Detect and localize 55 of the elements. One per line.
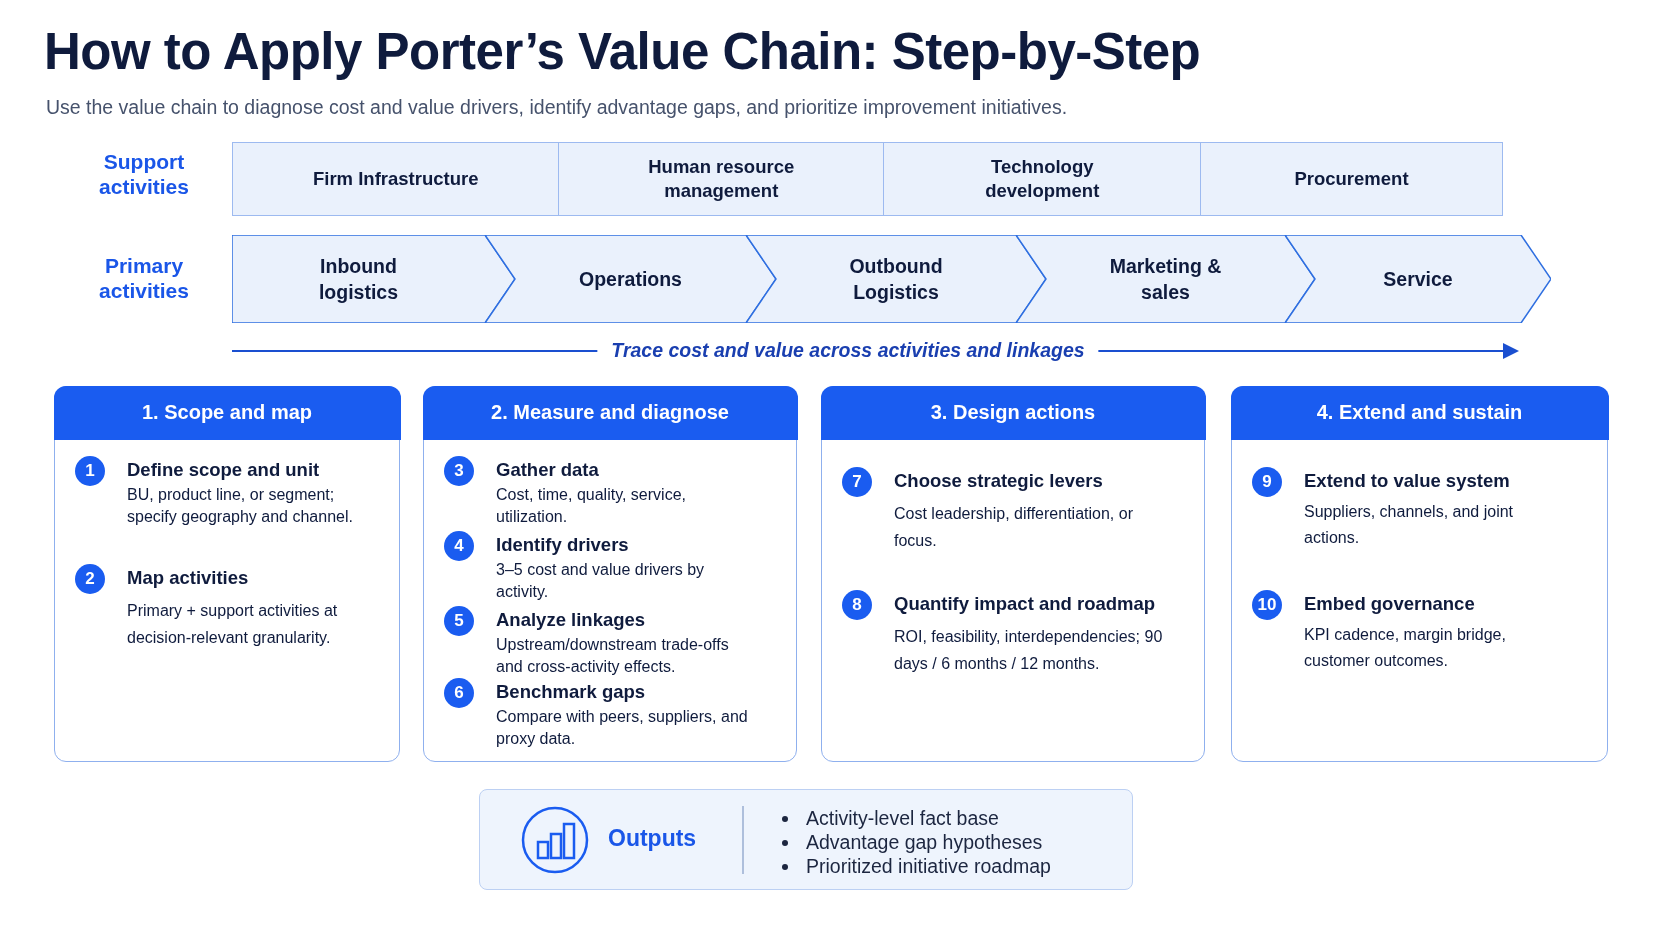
step-title: Define scope and unit [127, 459, 320, 481]
step-description: Cost leadership, differentiation, or focus. [894, 504, 1134, 551]
title: How to Apply Porter’s Value Chain: Step-by-Step [44, 22, 1201, 81]
step-description: KPI cadence, margin bridge, customer outcomes. [1304, 625, 1507, 671]
row-label: Support activities [98, 149, 190, 199]
step-title: Choose strategic levers [894, 470, 1103, 492]
step-description: Compare with peers, suppliers, and proxy data. [496, 707, 749, 749]
phase-card [54, 386, 400, 762]
step-number: 3 [444, 456, 474, 486]
step-description: 3–5 cost and value drivers by activity. [496, 560, 706, 602]
step-number: 10 [1252, 590, 1282, 620]
step-number: 6 [444, 678, 474, 708]
step-number: 7 [842, 467, 872, 497]
phase-card [1231, 386, 1608, 762]
step-number: 4 [444, 531, 474, 561]
card-header: 2. Measure and diagnose [422, 385, 798, 440]
primary-activity: Service [1285, 235, 1551, 323]
subtitle: Use the value chain to diagnose cost and value drivers, identify advantage gaps, and prioritize improvement initiatives. [46, 96, 1068, 119]
output-item: Activity-level fact base [780, 806, 1051, 830]
primary-activity: Inbound logistics [232, 235, 515, 323]
step-title: Embed governance [1304, 593, 1475, 615]
phase-card [423, 386, 797, 762]
card-header: 3. Design actions [820, 385, 1206, 440]
step-description: BU, product line, or segment; specify geography and channel. [127, 485, 354, 527]
card-header: 1. Scope and map [53, 385, 401, 440]
primary-activity: Operations [485, 235, 776, 323]
step-number: 9 [1252, 467, 1282, 497]
step-number: 8 [842, 590, 872, 620]
step-description: Cost, time, quality, service, utilization. [496, 485, 687, 527]
row-label: Primary activities [98, 253, 190, 303]
step-title: Quantify impact and roadmap [894, 593, 1156, 615]
output-item: Advantage gap hypotheses [780, 830, 1051, 854]
step-number: 5 [444, 606, 474, 636]
outputs-heading: Outputs [608, 825, 697, 852]
step-title: Map activities [127, 567, 249, 589]
step-title: Identify drivers [496, 534, 629, 556]
step-number: 2 [75, 564, 105, 594]
support-activity-box: Firm Infrastructure [232, 142, 560, 216]
step-title: Analyze linkages [496, 609, 646, 631]
support-activity-box: Technology development [883, 142, 1202, 216]
support-activity-box: Procurement [1200, 142, 1503, 216]
phase-card [821, 386, 1205, 762]
step-description: Upstream/downstream trade-offs and cross-activity effects. [496, 635, 730, 677]
flow-label: Trace cost and value across activities and linkages [597, 339, 1099, 362]
step-title: Gather data [496, 459, 599, 481]
step-description: ROI, feasibility, interdependencies; 90 days / 6 months / 12 months. [894, 627, 1164, 674]
card-header: 4. Extend and sustain [1230, 385, 1609, 440]
step-number: 1 [75, 456, 105, 486]
step-description: Primary + support activities at decision-relevant granularity. [127, 601, 339, 648]
output-item: Prioritized initiative roadmap [780, 854, 1051, 878]
support-activity-box: Human resource management [558, 142, 885, 216]
outputs-panel [479, 789, 1133, 890]
step-title: Extend to value system [1304, 470, 1510, 492]
step-description: Suppliers, channels, and joint actions. [1304, 502, 1515, 548]
step-title: Benchmark gaps [496, 681, 646, 703]
